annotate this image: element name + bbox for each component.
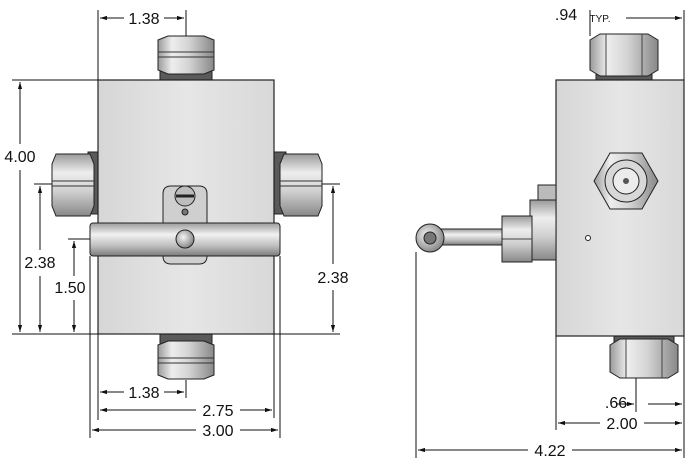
side-face-port [593, 152, 659, 210]
dim-top-1-38: 1.38 [128, 11, 159, 28]
dim-typical-suffix: TYP. [590, 14, 611, 25]
dim-typical-0-94: .94 [555, 7, 577, 24]
dim-offset-0-66: .66 [605, 395, 627, 412]
dim-overall-3-00: 3.00 [202, 423, 233, 440]
front-right-fitting [273, 151, 323, 217]
dim-bottom-1-38: 1.38 [128, 385, 159, 402]
front-handle-bar [89, 222, 281, 257]
side-top-fitting [589, 33, 659, 82]
front-bottom-fitting [157, 332, 215, 380]
front-left-fitting [51, 151, 101, 217]
side-pin-hole [585, 235, 591, 241]
side-dimensions: .94 TYP. .66 2.00 4.22 [415, 7, 685, 460]
dim-left-2-38: 2.38 [24, 255, 55, 272]
dim-body-2-75: 2.75 [202, 403, 233, 420]
side-bottom-fitting [609, 332, 679, 379]
dim-right-2-38: 2.38 [317, 270, 348, 287]
front-view [51, 35, 323, 380]
dim-overall-4-22: 4.22 [534, 443, 565, 460]
front-top-fitting [157, 35, 215, 82]
side-view [415, 33, 685, 379]
side-handle-stem [415, 184, 557, 263]
dim-height-4-00: 4.00 [4, 149, 35, 166]
dim-depth-2-00: 2.00 [606, 416, 637, 433]
front-dimensions: 1.38 4.00 2.38 1.50 2.38 1.38 2.75 [4, 10, 349, 440]
dim-handle-1-50: 1.50 [54, 280, 85, 297]
